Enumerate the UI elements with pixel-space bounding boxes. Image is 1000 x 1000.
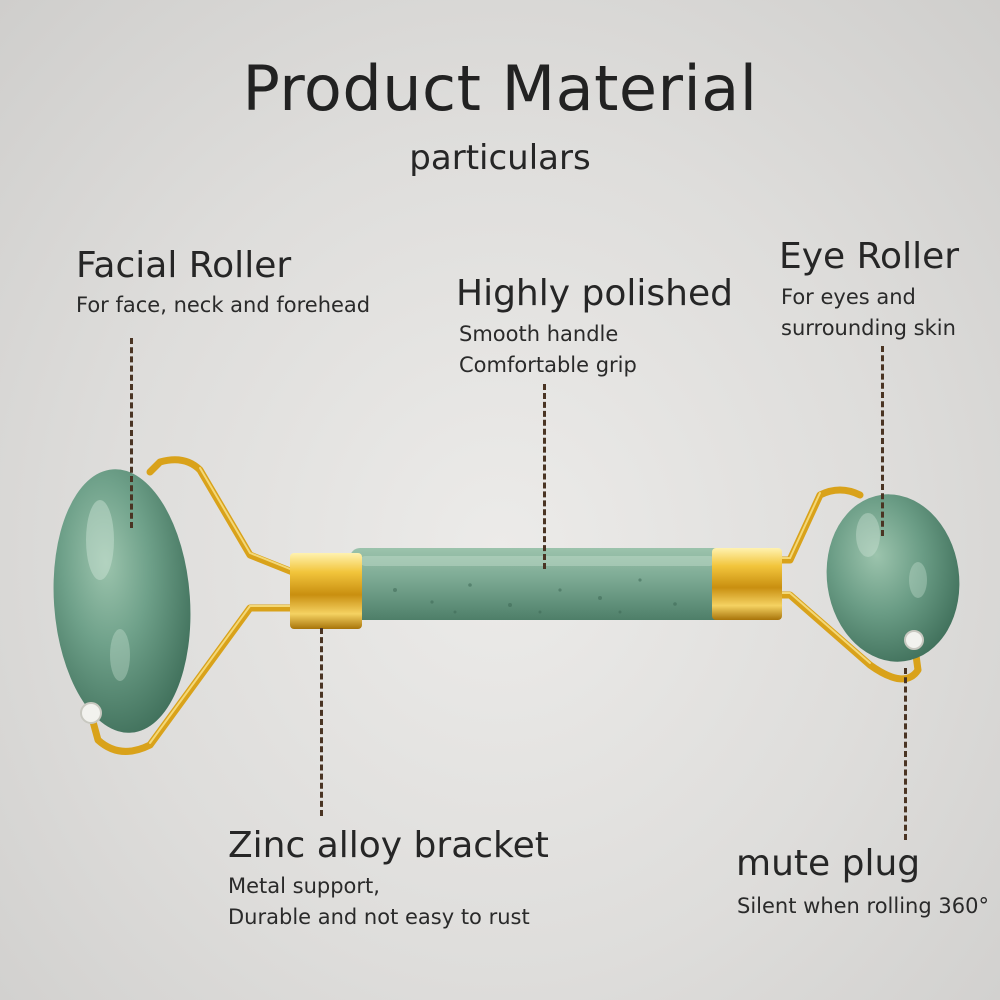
facial-roller-leader [130, 338, 133, 528]
eye-roller-stone [826, 494, 960, 662]
mute-plug-heading: mute plug [736, 843, 921, 884]
mute-plug-leader [904, 668, 907, 840]
facial-roller-heading: Facial Roller [76, 245, 292, 286]
highly-polished-heading: Highly polished [456, 273, 733, 314]
page-subtitle: particulars [409, 138, 591, 178]
mute-plug-right [904, 630, 924, 650]
zinc-bracket-line1: Metal support, [228, 874, 380, 898]
jade-handle [350, 548, 725, 620]
mute-plug-left [80, 702, 102, 724]
eye-roller-line2: surrounding skin [781, 316, 956, 340]
eye-roller-leader [881, 346, 884, 536]
eye-roller-heading: Eye Roller [779, 236, 960, 277]
zinc-alloy-bracket [88, 456, 922, 755]
zinc-bracket-heading: Zinc alloy bracket [228, 825, 549, 866]
mute-plug-description: Silent when rolling 360° [737, 894, 989, 918]
eye-roller-line1: For eyes and [781, 285, 916, 309]
page-title: Product Material [242, 52, 758, 125]
gold-band-left [290, 553, 362, 629]
highly-polished-line2: Comfortable grip [459, 353, 637, 377]
zinc-bracket-line2: Durable and not easy to rust [228, 905, 530, 929]
facial-roller-description: For face, neck and forehead [76, 293, 371, 317]
facial-roller-stone [53, 469, 191, 733]
gold-band-right [712, 548, 782, 620]
highly-polished-leader [543, 384, 546, 569]
highly-polished-line1: Smooth handle [459, 322, 619, 346]
zinc-bracket-leader [320, 628, 323, 816]
